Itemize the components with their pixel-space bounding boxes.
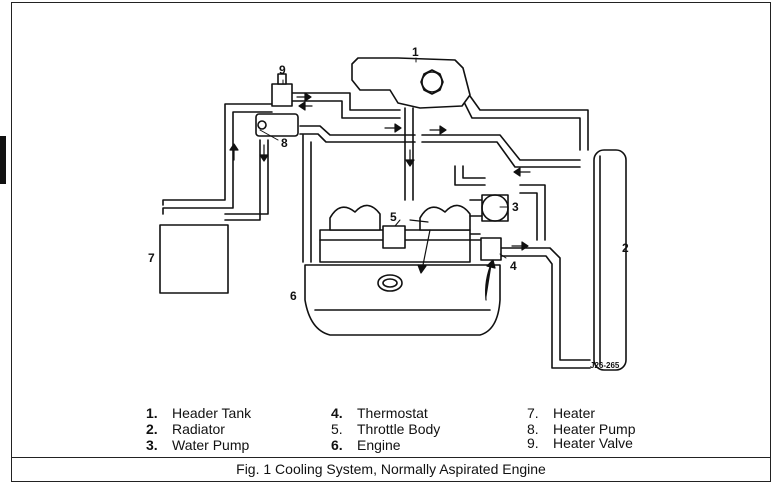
- figure-caption: Fig. 1 Cooling System, Normally Aspirate…: [236, 461, 546, 477]
- legend-item-6: 6. Engine: [331, 437, 401, 453]
- legend-item-2: 2. Radiator: [146, 421, 225, 437]
- callout-7: 7: [148, 251, 155, 265]
- caption-divider: [11, 457, 771, 458]
- legend-item-7: 7. Heater: [527, 405, 595, 421]
- thermostat: [480, 237, 502, 261]
- figure-frame: [11, 2, 771, 482]
- legend-num: 4.: [331, 405, 343, 421]
- leader-lines: [259, 57, 509, 259]
- header-tank: [351, 57, 471, 109]
- flow-arrows: [229, 92, 531, 301]
- hoses: [162, 92, 591, 369]
- legend-num: 5.: [331, 421, 343, 437]
- legend-num: 8.: [527, 421, 539, 437]
- legend-item-1: 1. Header Tank: [146, 405, 251, 421]
- callout-8: 8: [281, 136, 288, 150]
- figure-ref-code: J26-265: [590, 361, 620, 370]
- heater-valve: [271, 73, 293, 107]
- page-margin-tab: [0, 136, 6, 184]
- legend-item-4: 4. Thermostat: [331, 405, 428, 421]
- callout-4: 4: [510, 259, 517, 273]
- legend-label: Engine: [357, 437, 401, 453]
- legend-item-5: 5. Throttle Body: [331, 421, 440, 437]
- legend-label: Heater: [553, 405, 596, 421]
- callout-5: 5: [390, 210, 397, 224]
- callout-2: 2: [622, 241, 629, 255]
- legend-label: Thermostat: [357, 405, 428, 421]
- heater-pump: [255, 113, 299, 137]
- legend-label: Heater Pump: [553, 421, 636, 437]
- radiator: [593, 149, 627, 371]
- legend-label: Throttle Body: [357, 421, 441, 437]
- legend-num: 6.: [331, 437, 343, 453]
- legend-num: 2.: [146, 421, 158, 437]
- callout-3: 3: [512, 200, 519, 214]
- legend-num: 9.: [527, 435, 539, 451]
- callout-6: 6: [290, 289, 297, 303]
- legend-num: 3.: [146, 437, 158, 453]
- legend-num: 1.: [146, 405, 158, 421]
- legend-item-8: 8. Heater Pump: [527, 421, 635, 437]
- water-pump: [469, 194, 509, 222]
- legend-label: Water Pump: [172, 437, 250, 453]
- legend-item-3: 3. Water Pump: [146, 437, 249, 453]
- throttle-body: [382, 225, 406, 249]
- engine: [304, 204, 501, 336]
- legend-num: 7.: [527, 405, 539, 421]
- callout-labels: 1 2 3 4 5 6 7 8 9 J26-265: [148, 45, 629, 370]
- callout-1: 1: [412, 45, 419, 59]
- callout-9: 9: [279, 63, 286, 77]
- heater: [159, 224, 229, 294]
- legend-label: Radiator: [172, 421, 225, 437]
- legend-item-9: 9. Heater Valve: [527, 435, 633, 451]
- legend-label: Header Tank: [172, 405, 252, 421]
- legend-label: Heater Valve: [553, 435, 633, 451]
